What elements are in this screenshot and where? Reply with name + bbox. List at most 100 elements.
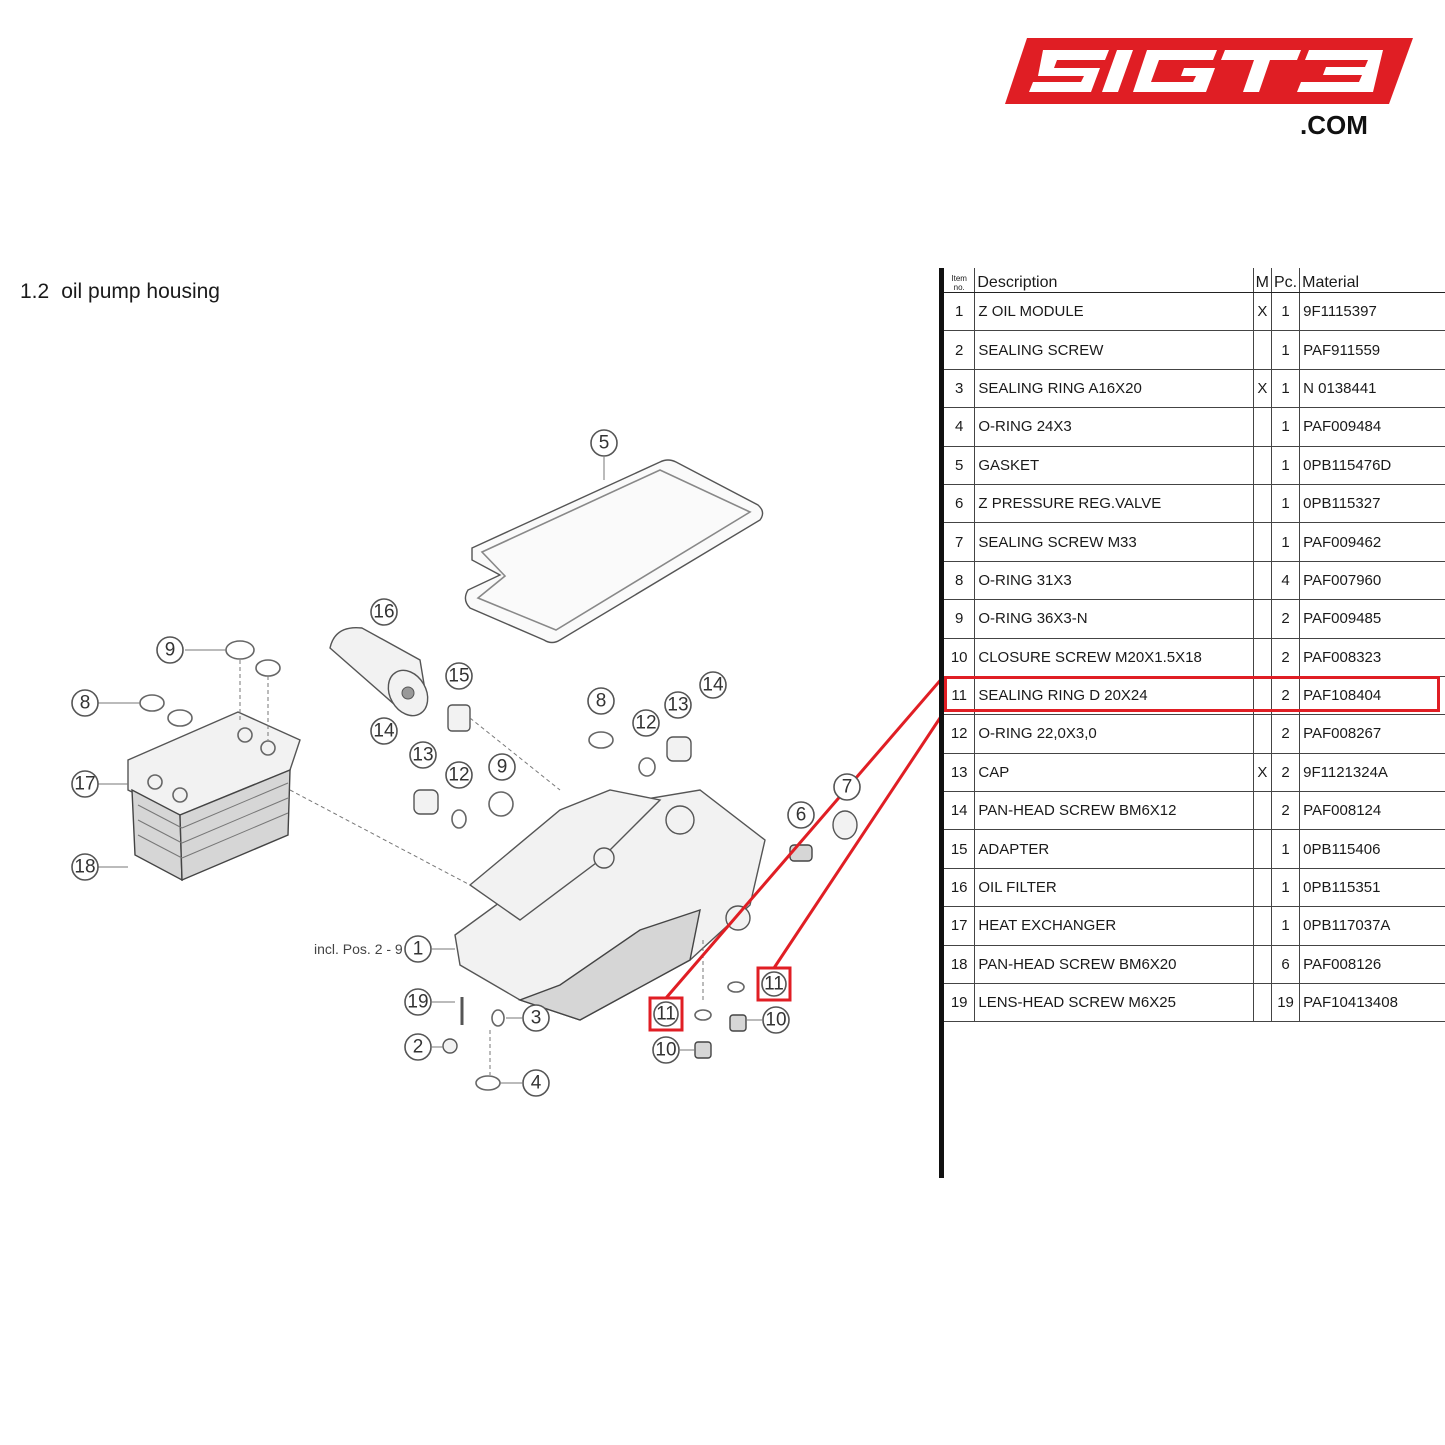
sealing-ring-3[interactable] xyxy=(491,1009,505,1027)
row-pc: 2 xyxy=(1270,791,1300,831)
row-description: GASKET xyxy=(974,446,1254,485)
row-m xyxy=(1252,599,1272,639)
callout-12-left[interactable]: 12 xyxy=(445,761,473,789)
cap-13-left[interactable] xyxy=(413,789,439,815)
table-left-rule xyxy=(939,268,944,1178)
o-ring-12-right[interactable] xyxy=(638,757,656,777)
svg-text:12: 12 xyxy=(448,765,469,786)
o-ring-8-left-b[interactable] xyxy=(139,694,165,712)
callout-9-left[interactable]: 9 xyxy=(156,636,184,664)
callout-19[interactable]: 19 xyxy=(404,988,432,1016)
oil-filter-part[interactable] xyxy=(329,626,436,723)
callout-14-left[interactable]: 14 xyxy=(370,717,398,745)
callout-8-right[interactable]: 8 xyxy=(587,687,615,715)
o-ring-8-left-a[interactable] xyxy=(255,659,281,677)
closure-screw-10-left[interactable] xyxy=(694,1041,712,1059)
cap-13-right[interactable] xyxy=(666,736,692,762)
callout-7[interactable]: 7 xyxy=(833,773,861,801)
o-ring-9-left[interactable] xyxy=(225,640,255,660)
row-m xyxy=(1252,446,1272,485)
o-ring-4[interactable] xyxy=(475,1075,501,1091)
row-item-no: 17 xyxy=(944,906,975,946)
row-material: PAF008323 xyxy=(1299,638,1445,677)
leader-lines xyxy=(98,457,762,1084)
gasket-part[interactable] xyxy=(464,459,764,644)
sealing-screw-2[interactable] xyxy=(442,1038,458,1054)
svg-text:11: 11 xyxy=(656,1004,676,1025)
callout-1[interactable]: 1 xyxy=(404,935,432,963)
heat-exchanger-part[interactable] xyxy=(127,711,301,882)
adapter-part[interactable] xyxy=(447,704,471,732)
callout-13-right[interactable]: 13 xyxy=(664,691,692,719)
callout-17[interactable]: 17 xyxy=(71,770,99,798)
row-m xyxy=(1252,407,1272,447)
callout-8-left[interactable]: 8 xyxy=(71,689,99,717)
callout-13-left[interactable]: 13 xyxy=(409,741,437,769)
closure-screw-10-right[interactable] xyxy=(729,1014,747,1032)
header-m: M xyxy=(1252,268,1272,293)
row-pc: 2 xyxy=(1270,676,1300,716)
pressure-valve-6[interactable] xyxy=(789,844,813,862)
callout-9-right[interactable]: 9 xyxy=(488,753,516,781)
sealing-screw-7[interactable] xyxy=(832,810,858,840)
row-item-no: 4 xyxy=(944,407,975,447)
row-m xyxy=(1252,522,1272,562)
callout-4[interactable]: 4 xyxy=(522,1069,550,1097)
callout-14-right[interactable]: 14 xyxy=(699,671,727,699)
callout-10-right[interactable]: 10 xyxy=(762,1006,790,1034)
row-material: PAF008267 xyxy=(1299,714,1445,754)
callout-11-right[interactable]: 11 xyxy=(761,971,787,997)
sealing-ring-11-left[interactable] xyxy=(694,1009,712,1021)
o-ring-8-left-c[interactable] xyxy=(167,709,193,727)
row-description: PAN-HEAD SCREW BM6X12 xyxy=(974,791,1254,831)
oil-pump-housing-part[interactable] xyxy=(454,789,766,1021)
callout-10-left[interactable]: 10 xyxy=(652,1036,680,1064)
row-description: CAP xyxy=(974,753,1254,793)
callout-5[interactable]: 5 xyxy=(590,429,618,457)
svg-text:14: 14 xyxy=(702,675,724,696)
sealing-ring-11-right[interactable] xyxy=(727,981,745,993)
callout-11-left[interactable]: 11 xyxy=(653,1001,679,1027)
row-pc: 1 xyxy=(1270,829,1300,869)
o-ring-8-right[interactable] xyxy=(588,731,614,749)
svg-text:1: 1 xyxy=(413,939,424,960)
callout-15[interactable]: 15 xyxy=(445,662,473,690)
row-m: X xyxy=(1252,753,1272,793)
callout-3[interactable]: 3 xyxy=(522,1004,550,1032)
header-pc: Pc. xyxy=(1270,268,1300,293)
row-description: ADAPTER xyxy=(974,829,1254,869)
row-material: PAF009485 xyxy=(1299,599,1445,639)
row-item-no: 5 xyxy=(944,446,975,485)
callout-18[interactable]: 18 xyxy=(71,853,99,881)
sigt3-logo[interactable] xyxy=(1005,30,1420,150)
callout-12-right[interactable]: 12 xyxy=(632,709,660,737)
callout-6[interactable]: 6 xyxy=(787,801,815,829)
row-pc: 1 xyxy=(1270,369,1300,409)
callout-2[interactable]: 2 xyxy=(404,1033,432,1061)
callout-16[interactable]: 16 xyxy=(370,598,398,626)
o-ring-9-right[interactable] xyxy=(488,791,514,817)
o-ring-12-left[interactable] xyxy=(451,809,467,829)
row-m xyxy=(1252,561,1272,601)
row-description: SEALING SCREW xyxy=(974,330,1254,370)
